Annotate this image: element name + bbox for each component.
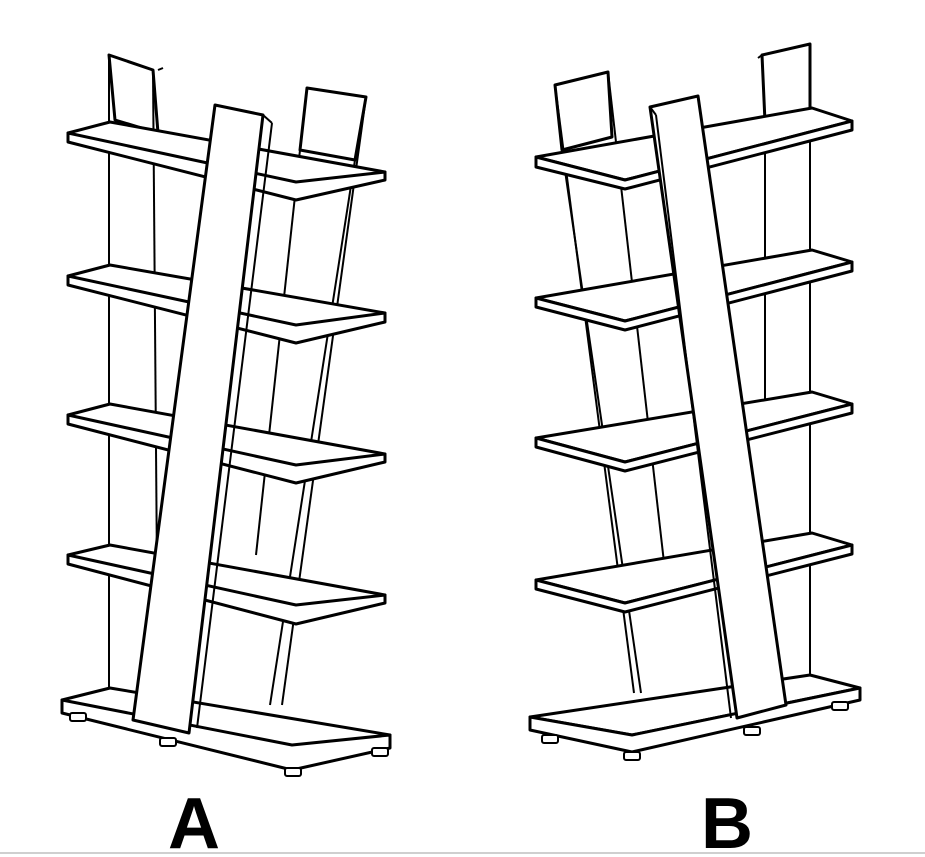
bookshelf-b-base (528, 673, 862, 761)
bookshelf-a-front-board (131, 103, 273, 735)
bookshelf-a-shelf-3 (66, 402, 387, 485)
bookshelf-a-base (60, 686, 392, 777)
bottom-divider (0, 852, 925, 854)
bookshelf-a (60, 53, 392, 777)
bookshelf-b-shelf-4 (534, 531, 854, 614)
bookshelf-b (528, 42, 862, 761)
bookshelf-a-shelf-4 (66, 543, 387, 626)
diagram-label-a: A (168, 784, 220, 857)
diagram-label-b: B (701, 784, 753, 857)
bookshelf-b-front-board (648, 94, 788, 720)
